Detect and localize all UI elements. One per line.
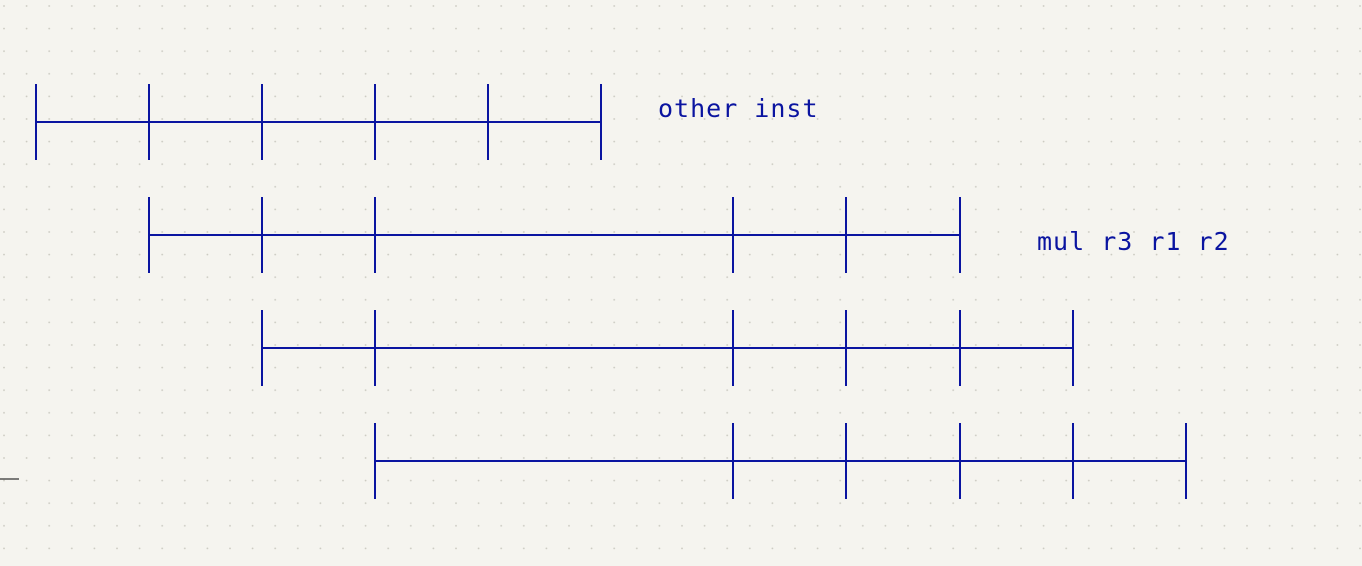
- timeline-row-2: [148, 197, 961, 273]
- timeline-rows: [35, 84, 1187, 499]
- row-label-mul-instruction: mul r3 r1 r2: [1037, 227, 1230, 256]
- timeline-row-1: [35, 84, 602, 160]
- timeline-row-3: [261, 310, 1074, 386]
- row-label-other-inst: other inst: [658, 94, 819, 123]
- timeline-row-4: [374, 423, 1187, 499]
